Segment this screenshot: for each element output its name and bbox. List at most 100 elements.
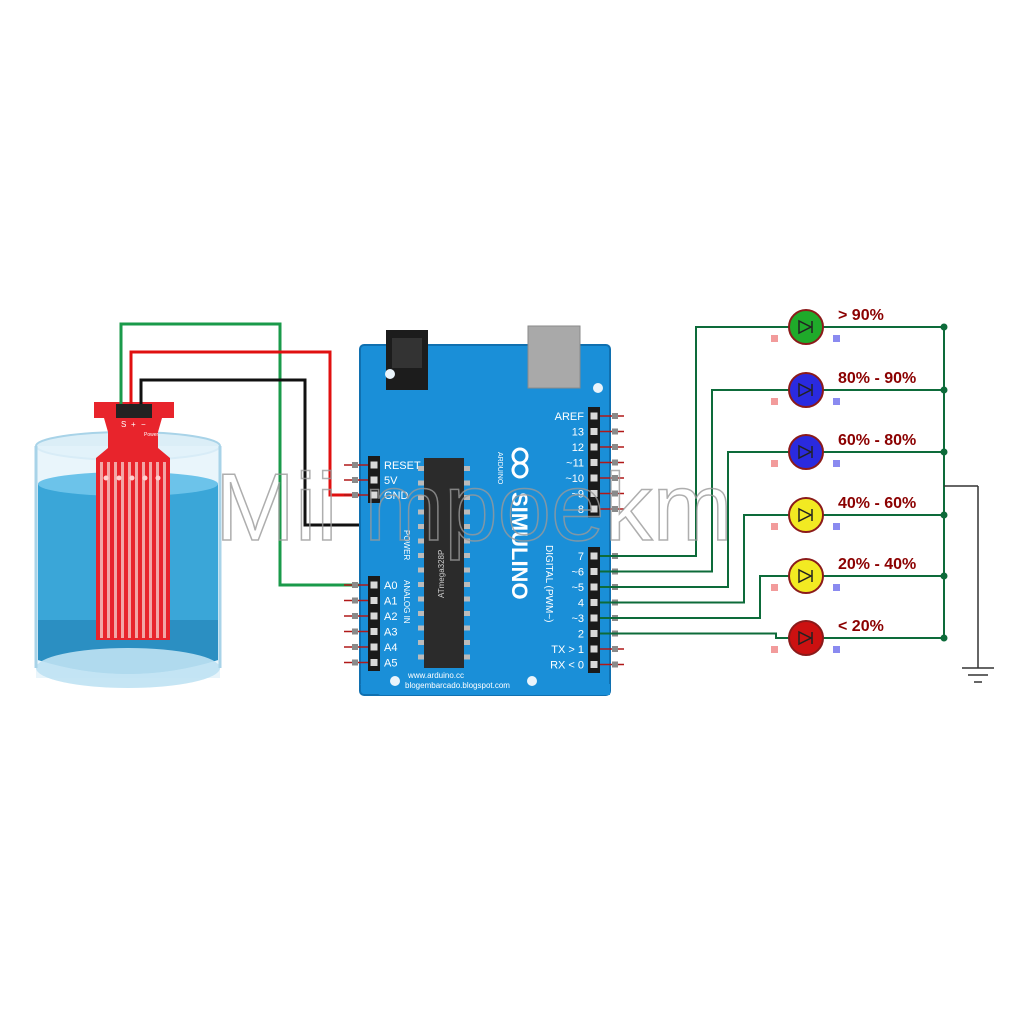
led-body [788, 620, 824, 656]
diode-icon [798, 444, 813, 460]
sensor-trace-dot [155, 475, 161, 481]
digital-pin-label: ~9 [571, 489, 584, 501]
water-level-sensor: S + − Power [94, 402, 174, 640]
power-pin-label: 5V [384, 475, 398, 487]
sensor-pin-minus: − [141, 420, 146, 429]
led-label: 20% - 40% [838, 556, 916, 573]
digital-pin-4 [590, 474, 598, 482]
ground-wire [139, 378, 372, 527]
digital-pin-label: 4 [578, 598, 584, 610]
sensor-trace-dot [116, 475, 122, 481]
digital-pin-2 [590, 583, 598, 591]
power-section-label: POWER [402, 530, 411, 560]
board-url: www.arduino.cc [407, 671, 464, 680]
power-pin-1 [370, 476, 378, 484]
watermark: Mii mpoekm [215, 454, 732, 561]
digital-pin-2 [590, 443, 598, 451]
led-label: > 90% [838, 307, 884, 324]
led-body [788, 434, 824, 470]
usb-port [527, 325, 581, 389]
digital-pin-6 [590, 645, 598, 653]
analog-pin-4 [370, 643, 378, 651]
led-1: 80% - 90% [771, 370, 916, 408]
signal-wire [119, 322, 372, 587]
led-label: 80% - 90% [838, 370, 916, 387]
ground-symbol [944, 485, 994, 683]
led-label: 40% - 60% [838, 495, 916, 512]
power-pin-label: RESET [384, 460, 421, 472]
led-0: > 90% [771, 307, 884, 345]
analog-pin-1 [370, 597, 378, 604]
board-name: SIMULINO [507, 492, 532, 600]
led-2: 60% - 80% [771, 432, 916, 470]
analog-pin-label: A0 [384, 580, 397, 592]
led-4: 20% - 40% [771, 556, 916, 594]
analog-pin-3 [370, 628, 378, 635]
digital-pin-label: AREF [555, 411, 585, 423]
sensor-trace [121, 462, 124, 638]
digital-pin-6 [590, 505, 598, 513]
digital-pin-label: 12 [572, 442, 584, 454]
digital-pin-label: ~6 [571, 567, 584, 579]
diode-icon [798, 319, 813, 335]
sensor-trace [128, 462, 131, 638]
led-label: 60% - 80% [838, 432, 916, 449]
digital-pin-1 [590, 568, 598, 575]
led-label: < 20% [838, 618, 884, 635]
digital-pin-3 [590, 459, 598, 466]
sensor-trace-dot [142, 475, 148, 481]
led-wire [600, 389, 790, 573]
sensor-trace [107, 462, 110, 638]
sensor-trace [100, 462, 103, 638]
board-blog: blogembarcado.blogspot.com [405, 681, 510, 690]
digital-pin-label: ~10 [565, 473, 584, 485]
sensor-trace [114, 462, 117, 638]
power-pin-2 [370, 491, 378, 499]
digital-pin-label: TX > 1 [551, 644, 584, 656]
digital-pin-label: 13 [572, 427, 584, 439]
led-5: < 20% [771, 618, 884, 656]
diode-icon [798, 568, 813, 584]
led-body [788, 497, 824, 533]
led-wire [600, 575, 790, 619]
analog-pin-label: A4 [384, 642, 397, 654]
sensor-pin-plus: + [131, 420, 136, 429]
sensor-trace [156, 462, 159, 638]
digital-pin-5 [590, 490, 598, 497]
digital-pin-7 [590, 661, 598, 668]
digital-pin-label: ~3 [571, 613, 584, 625]
digital-section-label: DIGITAL (PWM~) [543, 545, 554, 623]
led-body [788, 309, 824, 345]
digital-pin-1 [590, 428, 598, 435]
digital-pin-5 [590, 630, 598, 637]
digital-pin-0 [590, 412, 598, 420]
board-logo [511, 447, 529, 479]
led-wire [600, 514, 790, 604]
analog-pin-label: A5 [384, 658, 397, 670]
digital-pin-label: 8 [578, 504, 584, 516]
digital-pin-label: 2 [578, 629, 584, 641]
led-3: 40% - 60% [771, 495, 916, 533]
led-wire [600, 326, 790, 557]
sensor-traces [100, 462, 166, 638]
sensor-trace-dot [129, 475, 135, 481]
microcontroller-chip [424, 458, 464, 668]
digital-pin-4 [590, 614, 598, 622]
analog-pin-5 [370, 659, 378, 666]
sensor-trace [163, 462, 166, 638]
diode-icon [798, 507, 813, 523]
digital-pin-label: RX < 0 [550, 660, 584, 672]
analog-pin-2 [370, 612, 378, 620]
led-body [788, 558, 824, 594]
chip-label: ATmega328P [437, 550, 446, 598]
led-wires [600, 323, 948, 642]
led-body [788, 372, 824, 408]
led-indicators: > 90% 80% - 90% 60% - 80% 40% - 60% 20% - 40… [771, 307, 916, 656]
board-subname: ARDUINO [496, 452, 503, 485]
digital-pin-label: 7 [578, 551, 584, 563]
sensor-pin-s: S [121, 420, 126, 429]
sensor-trace-dot [103, 475, 109, 481]
